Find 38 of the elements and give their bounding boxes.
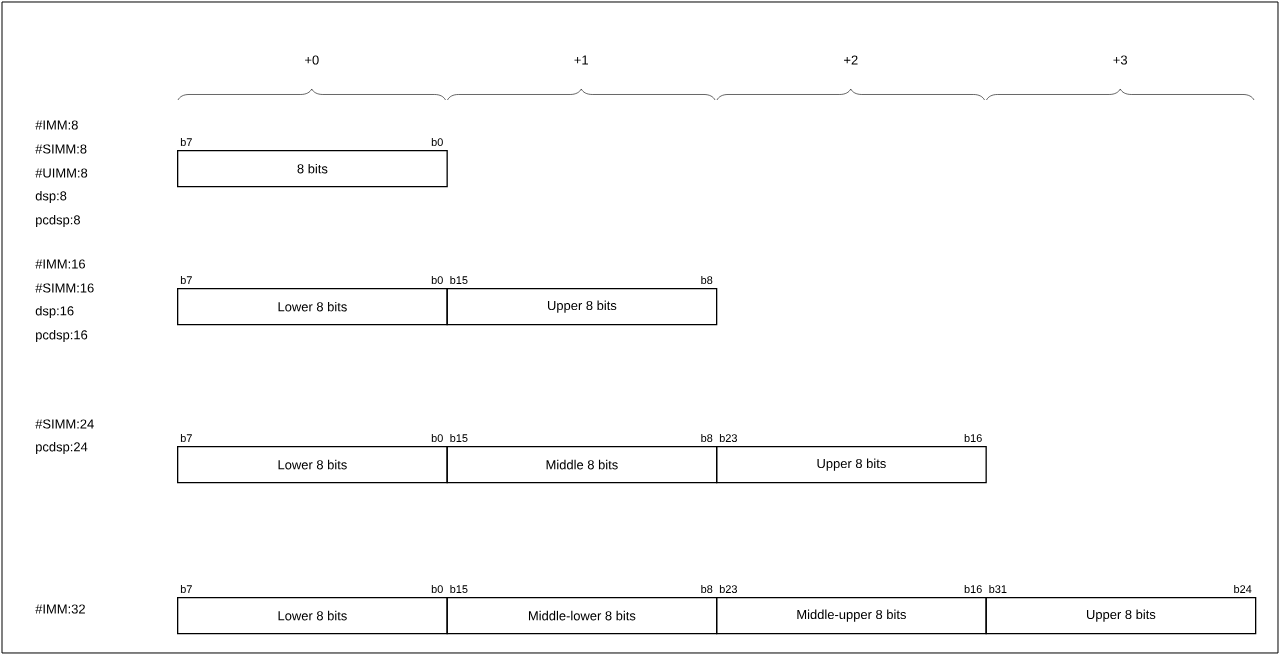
operand-label: #IMM:16 xyxy=(35,259,86,269)
operand-label: #UIMM:8 xyxy=(35,168,88,178)
offset-label: +1 xyxy=(574,55,588,65)
bit-label: b0 xyxy=(431,584,443,593)
offset-label: +0 xyxy=(305,55,319,65)
operand-label: pcdsp:24 xyxy=(36,441,88,454)
bit-label: b0 xyxy=(431,433,443,442)
operand-label: pcdsp:16 xyxy=(36,329,88,342)
operand-label: #SIMM:16 xyxy=(35,283,94,293)
bit-label: b15 xyxy=(450,275,468,284)
field-box: Upper 8 bits xyxy=(985,597,1257,635)
field-box: 8 bits xyxy=(177,150,448,188)
field-box: Middle-upper 8 bits xyxy=(716,597,987,635)
operand-label: #SIMM:8 xyxy=(35,144,87,154)
bit-label: b31 xyxy=(989,584,1007,593)
offset-label: +2 xyxy=(844,55,858,65)
field-box: Upper 8 bits xyxy=(716,446,987,484)
operand-label: pcdsp:8 xyxy=(36,214,80,227)
operand-label: #IMM:8 xyxy=(35,120,78,130)
field-box: Lower 8 bits xyxy=(177,288,448,326)
field-box: Middle 8 bits xyxy=(446,446,718,484)
bit-label: b15 xyxy=(450,433,468,442)
operand-label: dsp:8 xyxy=(35,190,67,203)
field-box: Lower 8 bits xyxy=(177,597,448,635)
field-box: Upper 8 bits xyxy=(446,288,718,326)
field-box: Middle-lower 8 bits xyxy=(446,597,718,635)
field-box: Lower 8 bits xyxy=(177,446,448,484)
bit-label: b23 xyxy=(719,584,737,593)
bit-label: b23 xyxy=(719,433,737,442)
bit-label: b8 xyxy=(701,584,713,593)
offset-label: +3 xyxy=(1113,55,1127,65)
bit-label: b8 xyxy=(701,433,713,442)
operand-label: dsp:16 xyxy=(35,305,74,318)
bit-label: b15 xyxy=(450,584,468,593)
bit-label: b0 xyxy=(431,275,443,284)
bit-label: b16 xyxy=(964,584,982,593)
operand-label: #IMM:32 xyxy=(35,604,85,614)
operand-label: #SIMM:24 xyxy=(35,419,94,429)
